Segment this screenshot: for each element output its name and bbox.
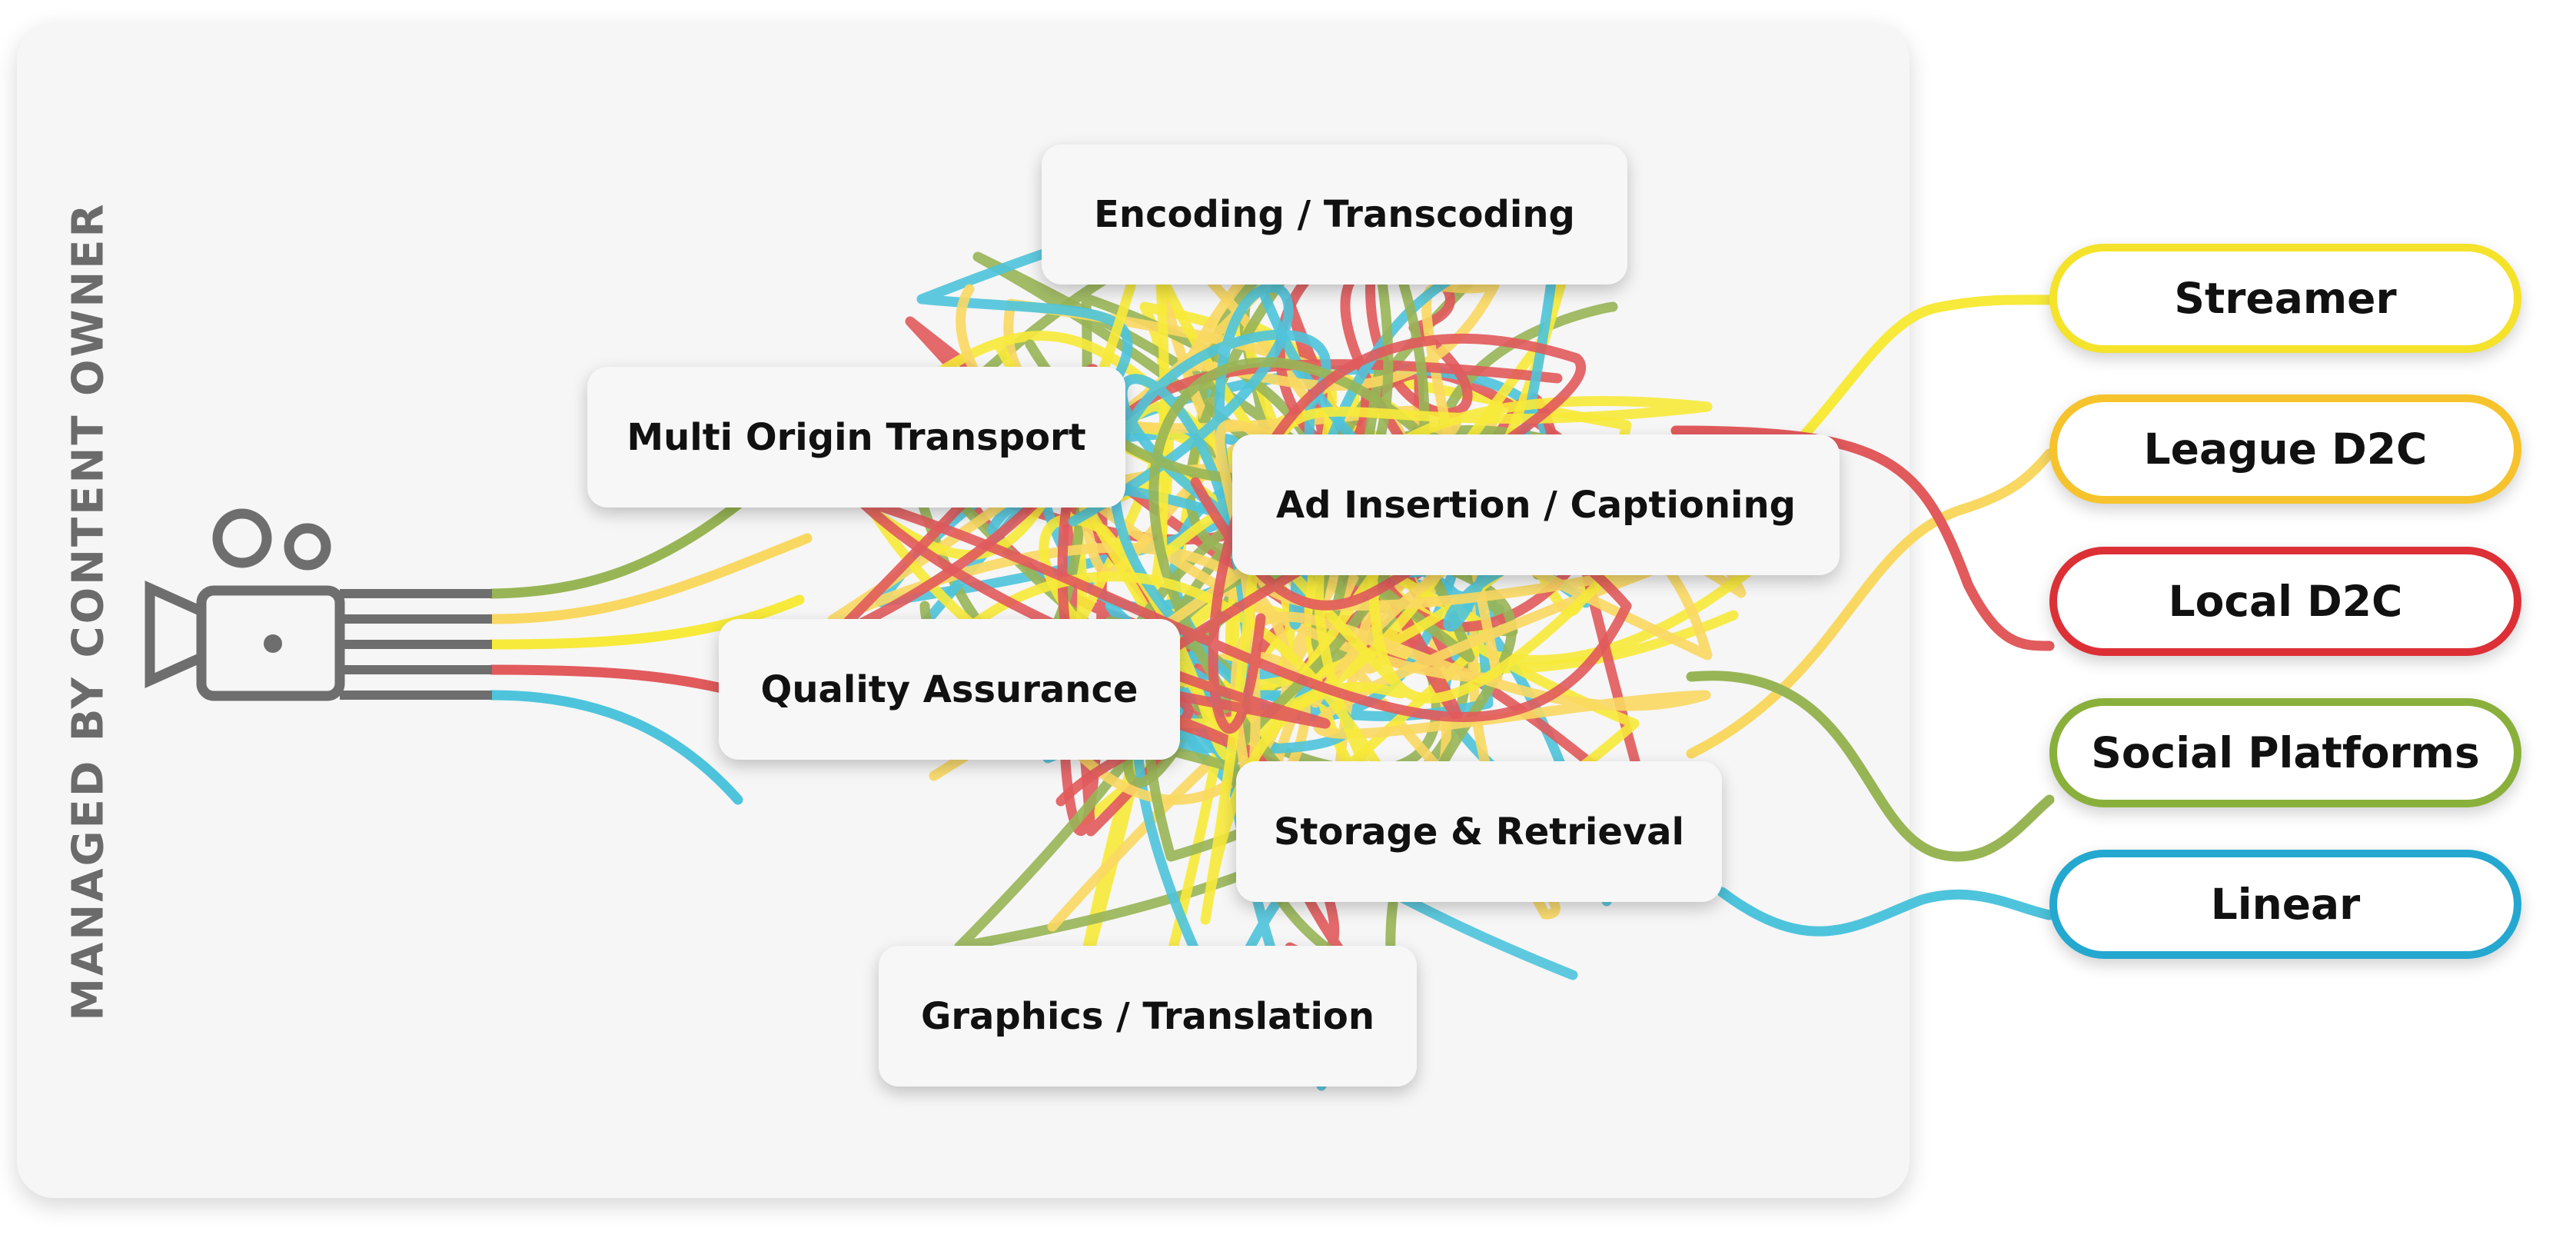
camera-feed-wire-2: [487, 594, 805, 650]
destination-streamer: Streamer: [2049, 244, 2521, 353]
destination-exit-wire-3: [1686, 671, 2055, 862]
destination-league-d2c: League D2C: [2049, 394, 2521, 504]
graphics-translation-box: Graphics / Translation: [879, 946, 1417, 1087]
destination-linear: Linear: [2049, 850, 2521, 959]
encoding-transcoding-box: Encoding / Transcoding: [1042, 145, 1627, 285]
video-camera-icon: [145, 508, 492, 701]
multi-origin-transport-box: Multi Origin Transport: [587, 367, 1125, 508]
destination-exit-wire-4: [1717, 887, 2055, 937]
destination-social-platforms: Social Platforms: [2049, 698, 2521, 807]
quality-assurance-box: Quality Assurance: [719, 619, 1180, 760]
camera-feed-wire-4: [487, 690, 743, 805]
ad-insertion-captioning-box: Ad Insertion / Captioning: [1232, 434, 1840, 575]
camera-feed-wire-1: [487, 533, 813, 624]
storage-retrieval-box: Storage & Retrieval: [1236, 761, 1722, 902]
camera-feed-wire-0: [487, 487, 759, 599]
camera-feed-wire-3: [487, 664, 743, 697]
destination-local-d2c: Local D2C: [2049, 547, 2521, 656]
